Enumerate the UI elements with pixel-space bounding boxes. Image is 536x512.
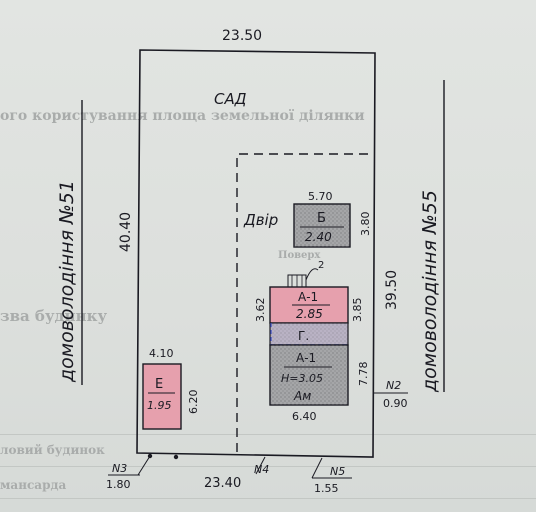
building-a1-main-sub: Ам [293,389,311,403]
bottom-width-dimension: 23.40 [204,476,241,491]
extension-curve [305,268,319,281]
building-b-width: 5.70 [308,190,333,203]
building-a1-main-height: Н=3.05 [281,372,323,385]
n2-value: 0.90 [383,397,408,410]
building-a1-top-right-dim: 3.85 [351,298,364,323]
garden-label: САД [214,90,247,108]
building-a1-main-letter: А-1 [296,351,316,365]
n3-label: N3 [112,462,127,475]
building-a1-main-bottom-dim: 6.40 [292,410,317,423]
building-e [142,363,182,430]
building-a1-main-hatch [270,345,348,405]
yard-label: Двір [243,211,278,229]
right-height-dimension: 39.50 [384,270,400,310]
n3-leader-line [137,455,151,476]
n2-label: N2 [386,379,401,392]
left-height-dimension: 40.40 [118,212,134,252]
n5-label: N5 [330,465,345,478]
building-a1-top-left-dim: 3.62 [254,298,267,323]
left-neighbor-label: домоволодіння №51 [56,180,78,383]
plot-boundary [136,49,376,458]
background-text-line-4: мансарда [0,478,67,492]
building-b-letter: Б [317,211,326,226]
building-g-letter: Г. [298,329,309,343]
boundary-point [173,454,179,460]
background-text-line-1: ого користування площа земельної ділянки [0,108,365,124]
n4-leader-line [255,456,266,475]
background-text-line-3: ловий будинок [0,443,105,457]
building-a1-top-area: 2.85 [296,307,323,321]
n3-value: 1.80 [106,478,131,491]
table-row-line [0,434,536,435]
building-b-depth: 3.80 [359,212,372,237]
extension-mark: 2 [318,260,324,271]
building-a1-main-right-dim: 7.78 [357,362,370,387]
building-b-hatch [294,204,350,247]
table-row-line [0,466,536,467]
building-e-area: 1.95 [147,399,172,412]
table-row-line [0,498,536,499]
building-e-depth: 6.20 [187,390,200,415]
n5-leader-line [311,457,323,479]
building-b-area: 2.40 [305,230,332,244]
top-width-dimension: 23.50 [222,28,262,44]
n5-value: 1.55 [314,482,339,495]
n4-label: N4 [254,463,269,476]
background-text-line-2: зва будинку [0,307,108,325]
background-text-line-5: Поверх [278,250,321,261]
building-g-hatch [270,323,348,345]
building-a1-top-letter: А-1 [298,290,318,304]
right-neighbor-label: домоволодіння №55 [419,190,441,393]
building-e-width: 4.10 [149,347,174,360]
building-e-letter: Е [155,377,163,392]
